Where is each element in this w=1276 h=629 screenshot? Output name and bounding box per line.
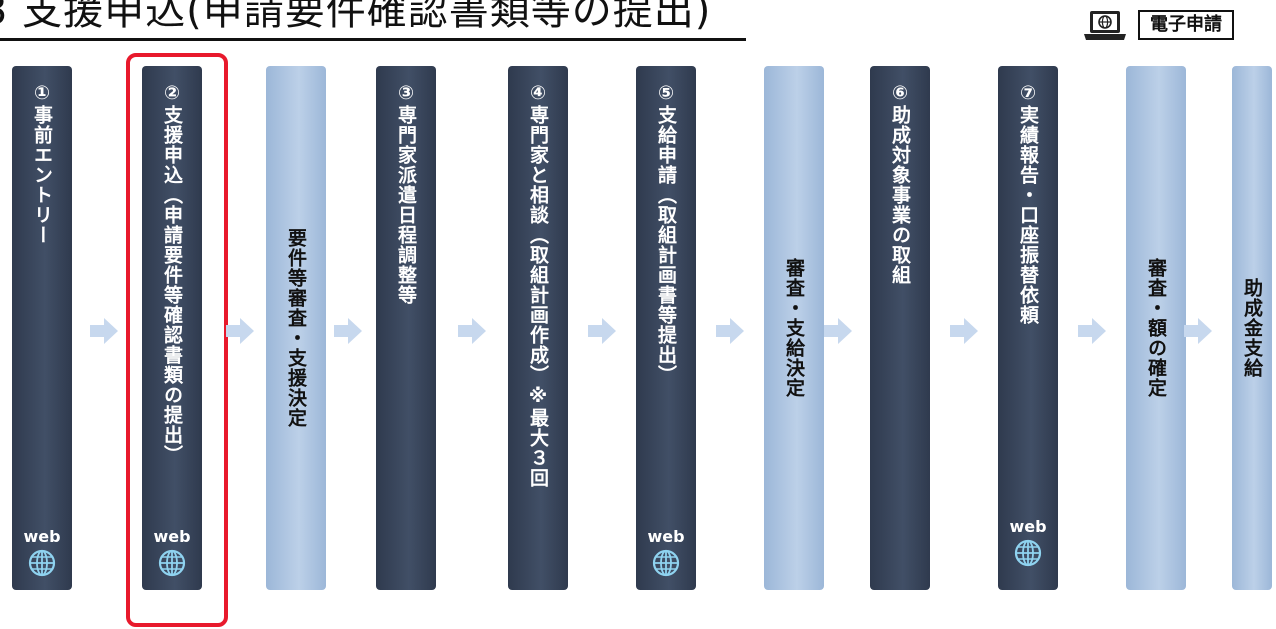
step-5-web-label: web: [647, 527, 685, 546]
arrow-right-icon: [824, 318, 852, 344]
step-4-expert-consultation: ④専門家と相談（取組計画作成）※最大３回: [508, 66, 568, 590]
step-review-amount-confirmation-label: 審査・額の確定: [1145, 258, 1167, 398]
step-requirement-review: 要件等審査・支援決定: [266, 66, 326, 590]
step-1-web-label: web: [23, 527, 61, 546]
arrow-right-icon: [334, 318, 362, 344]
step-subsidy-payment: 助成金支給: [1232, 66, 1272, 590]
current-step-highlight: [126, 53, 228, 627]
step-review-amount-confirmation: 審査・額の確定: [1126, 66, 1186, 590]
electronic-application-badge: 電子申請: [1138, 10, 1234, 40]
step-3-expert-scheduling: ③専門家派遣日程調整等: [376, 66, 436, 590]
step-1-web-marker: web: [12, 528, 72, 578]
laptop-globe-icon: [1084, 11, 1126, 40]
page-title: 3 支援申込(申請要件確認書類等の提出): [0, 0, 712, 34]
title-underline: [0, 38, 746, 41]
step-2-web-marker: web: [142, 528, 202, 578]
arrow-right-icon: [90, 318, 118, 344]
step-6-label: ⑥助成対象事業の取組: [889, 82, 911, 285]
step-5-web-marker: web: [636, 528, 696, 578]
arrow-right-icon: [1184, 318, 1212, 344]
arrow-right-icon: [588, 318, 616, 344]
step-3-label: ③専門家派遣日程調整等: [395, 82, 417, 305]
step-2-support-application: ②支援申込（申請要件等確認書類の提出） web: [142, 66, 202, 590]
step-6-subsidized-project: ⑥助成対象事業の取組: [870, 66, 930, 590]
step-1-label: ①事前エントリー: [31, 82, 53, 245]
step-5-label: ⑤支給申請（取組計画書等提出）: [655, 82, 677, 385]
arrow-right-icon: [716, 318, 744, 344]
globe-icon: [28, 549, 56, 577]
step-2-label: ②支援申込（申請要件等確認書類の提出）: [161, 82, 183, 465]
globe-icon: [158, 549, 186, 577]
arrow-right-icon: [950, 318, 978, 344]
step-7-label: ⑦実績報告・口座振替依頼: [1017, 82, 1039, 325]
step-5-payment-application: ⑤支給申請（取組計画書等提出） web: [636, 66, 696, 590]
globe-icon: [652, 549, 680, 577]
step-requirement-review-label: 要件等審査・支援決定: [285, 228, 307, 428]
step-2-web-label: web: [153, 527, 191, 546]
arrow-right-icon: [1078, 318, 1106, 344]
step-subsidy-payment-label: 助成金支給: [1241, 278, 1263, 378]
arrow-right-icon: [458, 318, 486, 344]
step-1-pre-entry: ①事前エントリー web: [12, 66, 72, 590]
step-review-payment-decision-label: 審査・支給決定: [783, 258, 805, 398]
globe-icon: [1014, 539, 1042, 567]
step-7-web-marker: web: [998, 518, 1058, 568]
step-review-payment-decision: 審査・支給決定: [764, 66, 824, 590]
step-4-label: ④専門家と相談（取組計画作成）※最大３回: [527, 82, 549, 488]
step-7-performance-report: ⑦実績報告・口座振替依頼 web: [998, 66, 1058, 590]
arrow-right-icon: [226, 318, 254, 344]
step-7-web-label: web: [1009, 517, 1047, 536]
